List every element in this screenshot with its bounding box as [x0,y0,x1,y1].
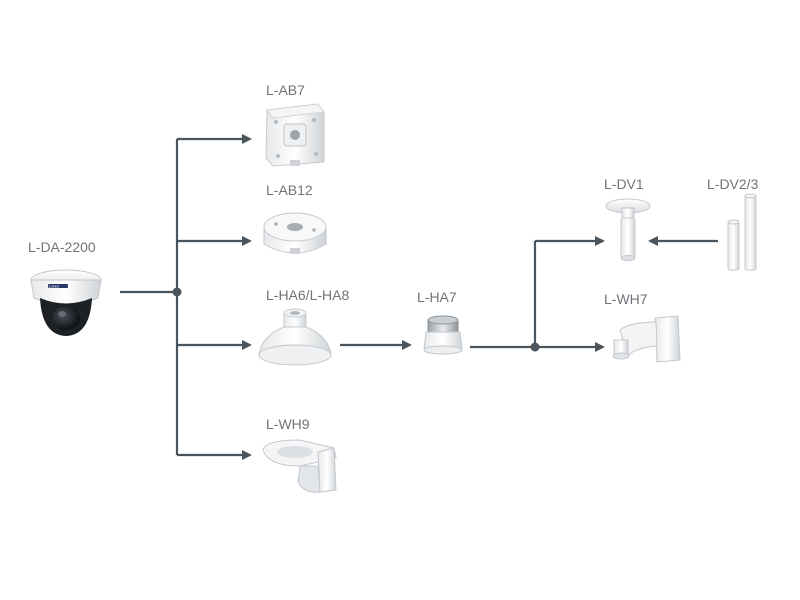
brand-mark: Lorex [48,284,68,289]
label-camera: L-DA-2200 [28,239,96,255]
ha6-ha8-image [258,308,332,366]
label-ha7: L-HA7 [417,289,457,305]
label-wh7: L-WH7 [604,291,648,307]
label-ha6-ha8: L-HA6/L-HA8 [266,287,350,303]
wh9-image [262,439,337,493]
svg-text:Lorex: Lorex [49,284,59,289]
ha7-image [423,315,463,355]
camera-image: Lorex [30,269,102,336]
label-wh9: L-WH9 [266,416,310,432]
junction-dot-right [530,342,540,352]
wh7-image [612,315,681,363]
ab12-image [263,212,327,254]
dv23-image [727,193,757,271]
junction-dot-left [172,287,182,297]
dv1-image [605,198,651,261]
label-ab7: L-AB7 [266,82,305,98]
label-dv1: L-DV1 [604,176,644,192]
label-ab12: L-AB12 [266,182,313,198]
ab7-image [265,103,325,167]
connector-lines [120,134,718,460]
label-dv23: L-DV2/3 [707,176,759,192]
